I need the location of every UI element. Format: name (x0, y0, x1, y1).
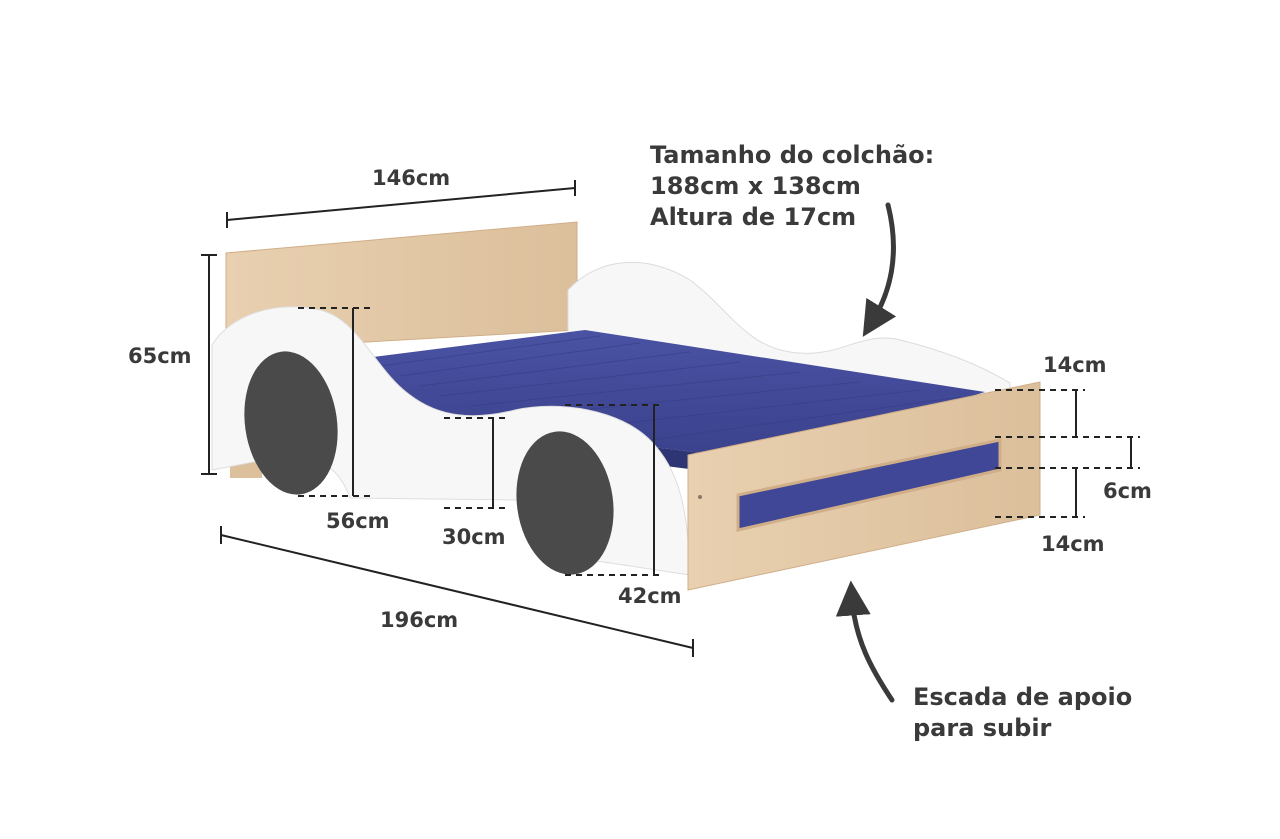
mattress-note-line1: Tamanho do colchão: (650, 141, 935, 169)
dim-ladder-top-gap: 14cm (1043, 353, 1107, 377)
dim-front-side-height: 42cm (618, 584, 682, 608)
dimension-lines (201, 180, 1140, 657)
ladder-note: Escada de apoio para subir (913, 682, 1132, 744)
dim-headboard-side-height: 56cm (326, 509, 390, 533)
mattress-arrow-icon (862, 202, 897, 337)
ladder-arrow-icon (835, 580, 895, 703)
front-wheel (516, 431, 614, 575)
mattress-note-line2: 188cm x 138cm (650, 172, 861, 200)
rear-wheel (244, 351, 338, 495)
dim-height: 65cm (128, 344, 192, 368)
footboard-ladder (687, 381, 1041, 591)
ladder-note-line2: para subir (913, 714, 1052, 742)
mattress-note: Tamanho do colchão: 188cm x 138cm Altura… (650, 140, 934, 233)
dim-ladder-bottom-gap: 14cm (1041, 532, 1105, 556)
mattress-note-line3: Altura de 17cm (650, 203, 857, 231)
wheels (244, 351, 614, 575)
dim-top-width: 146cm (372, 166, 451, 190)
dim-length: 196cm (380, 608, 459, 632)
ladder-note-line1: Escada de apoio (913, 683, 1133, 711)
dim-ladder-opening: 6cm (1103, 479, 1152, 503)
annotation-arrows (835, 202, 897, 703)
dim-side-low-height: 30cm (442, 525, 506, 549)
